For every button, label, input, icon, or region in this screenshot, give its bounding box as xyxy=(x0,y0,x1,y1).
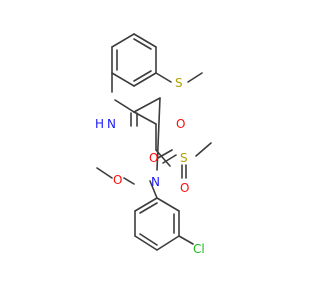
atom-label-oxygen-sulfonyl-bottom: O xyxy=(180,181,189,195)
atom-label-sulfur-sulfonyl: S xyxy=(180,151,188,165)
chloro-bond xyxy=(178,235,194,245)
atom-label-nitrogen-amide: N xyxy=(107,117,116,131)
methoxy-group xyxy=(96,167,135,185)
atom-label-chlorine: Cl xyxy=(193,242,205,256)
atom-label-hydrogen-amide: H xyxy=(95,117,104,131)
n-aryl-bond xyxy=(149,180,158,199)
methylthio-group xyxy=(155,72,203,83)
molecule-structure: S N H O S O O N O Cl xyxy=(95,33,212,256)
atom-label-oxygen-carbonyl: O xyxy=(176,117,185,131)
atom-label-oxygen-sulfonyl-left: O xyxy=(149,151,158,165)
atom-label-sulfur-thioether: S xyxy=(175,76,183,90)
upper-benzene-ring xyxy=(111,33,157,87)
atom-label-oxygen-methoxy: O xyxy=(113,173,122,187)
lower-benzene-ring xyxy=(134,197,180,251)
methylene-bonds xyxy=(133,111,171,167)
sulfonyl-bonds xyxy=(157,142,212,179)
atom-label-nitrogen-sulfonamide: N xyxy=(151,175,160,189)
